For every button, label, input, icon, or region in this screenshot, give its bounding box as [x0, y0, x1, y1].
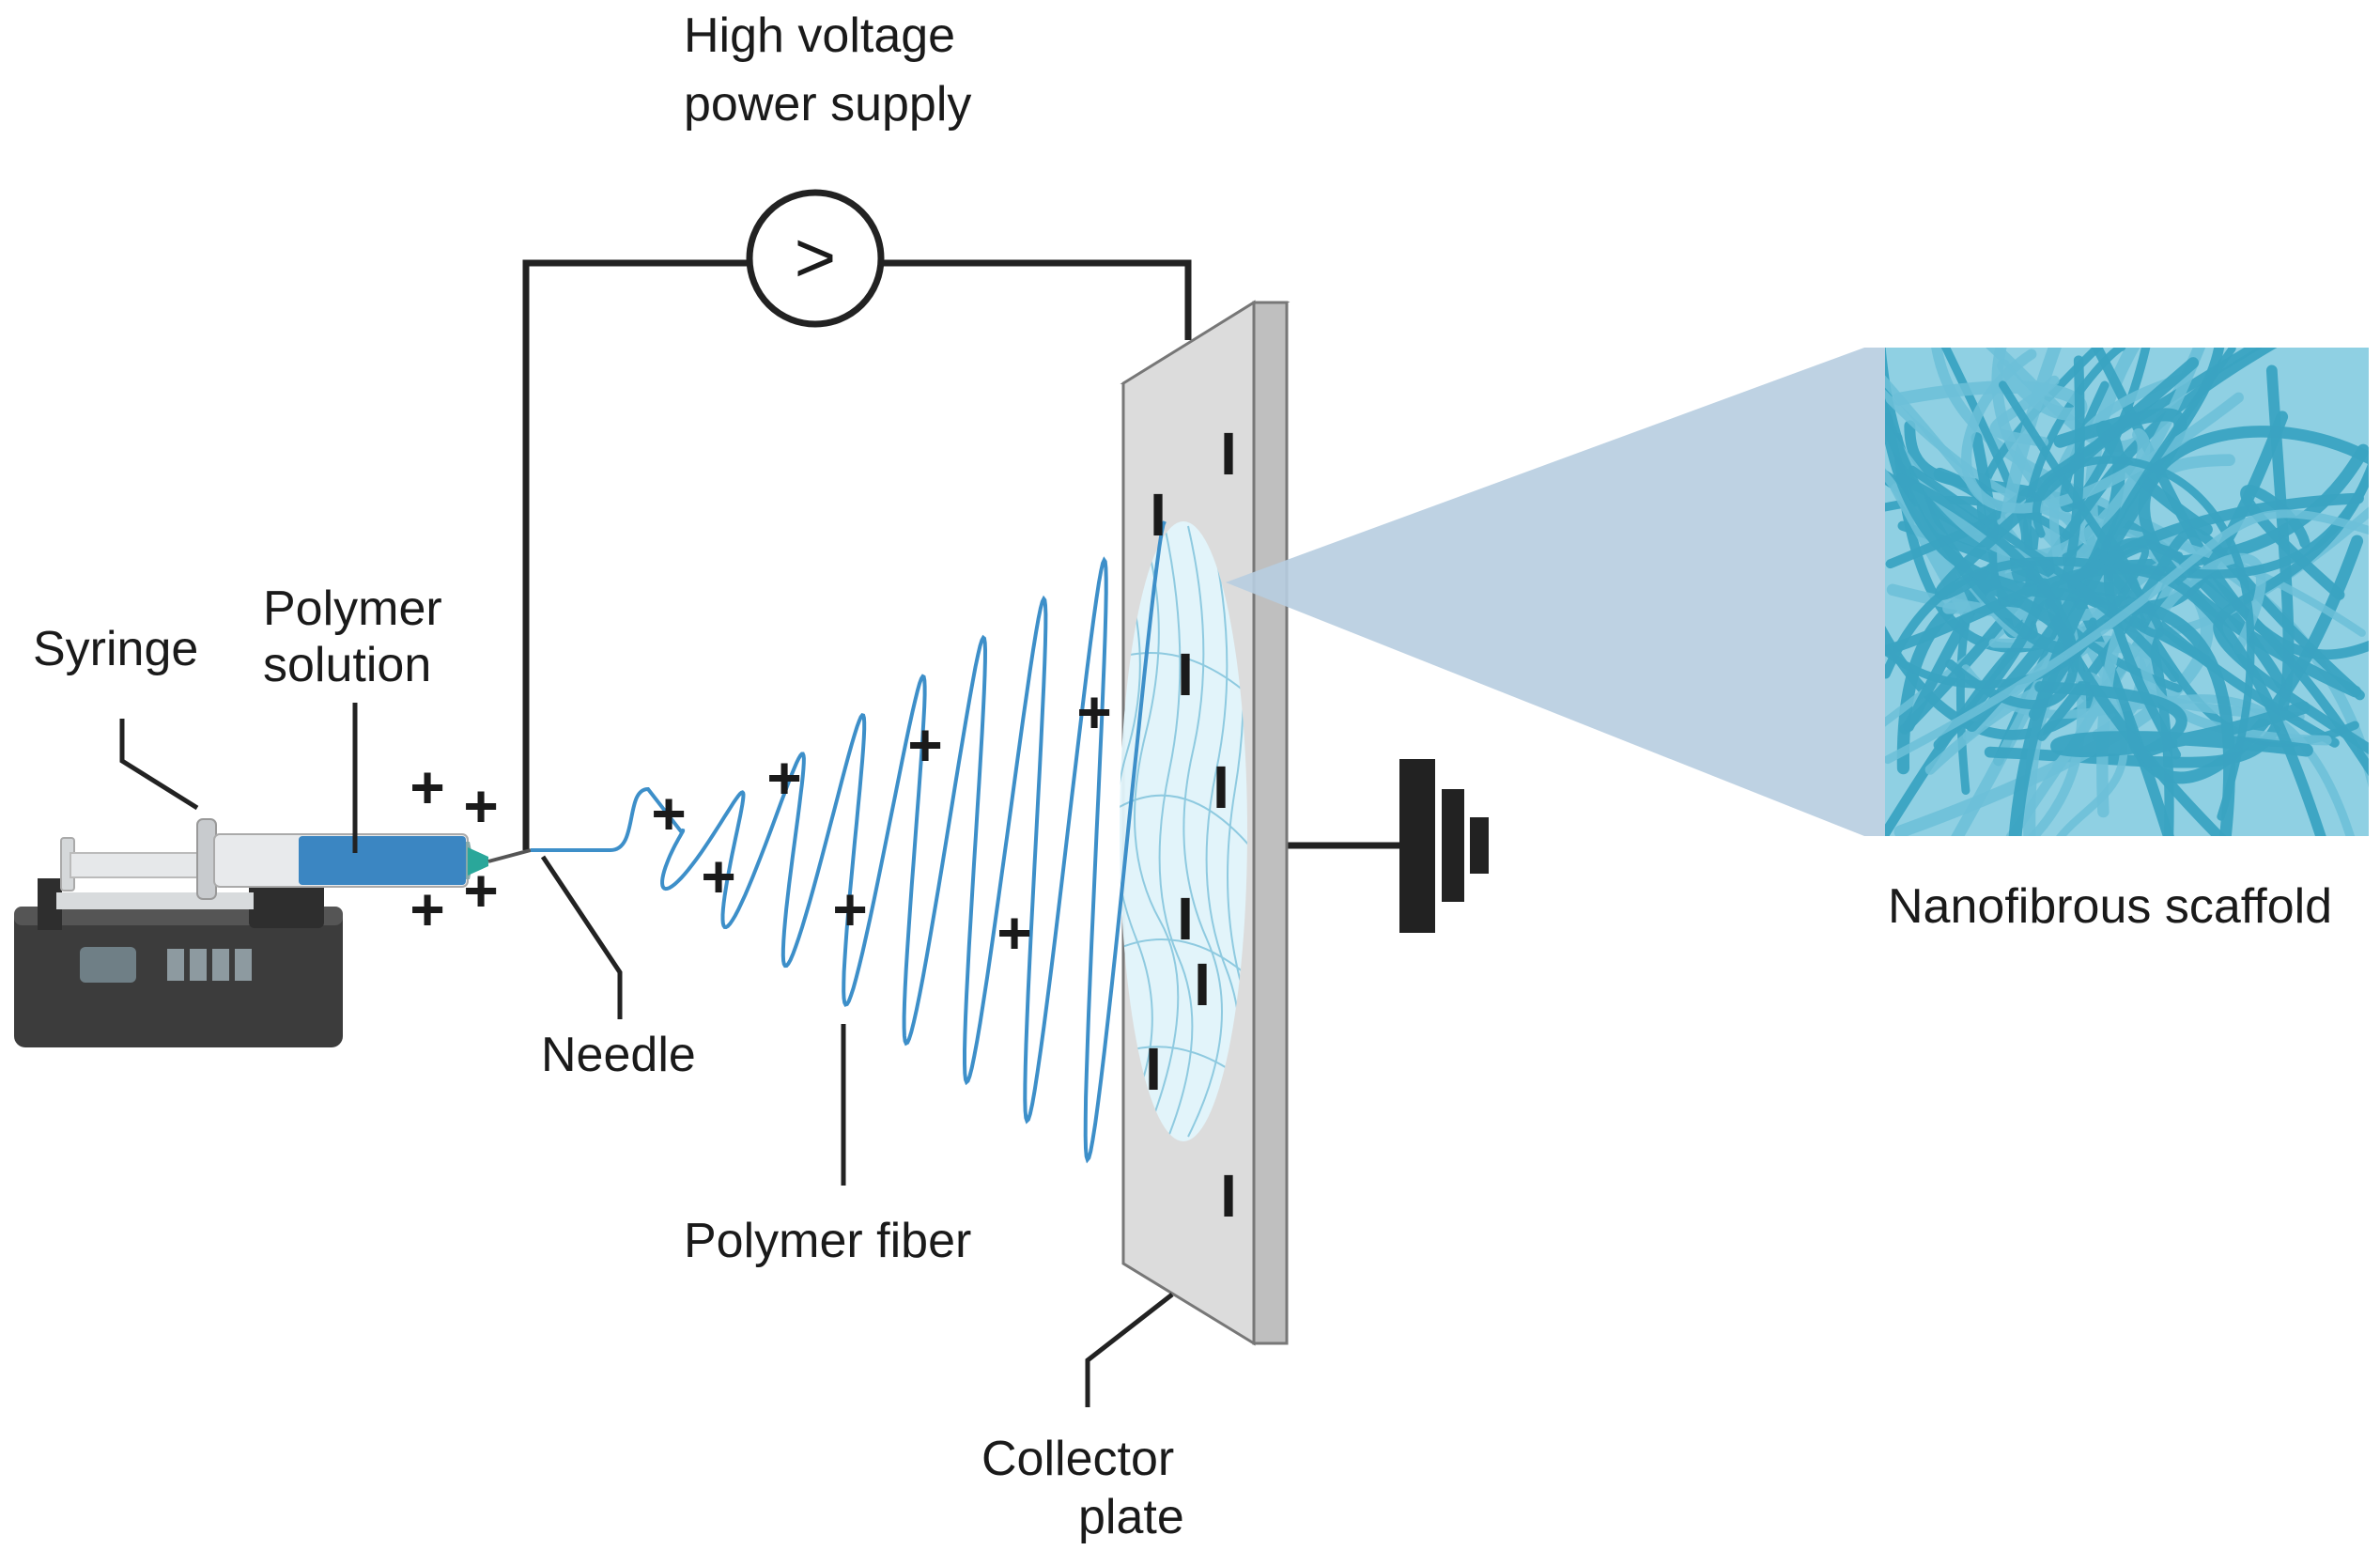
ground-icon [1399, 759, 1489, 933]
polymer-solution-label-line1: Polymer [263, 581, 442, 636]
magnification-cone [1226, 348, 1885, 836]
svg-text:>: > [795, 218, 836, 298]
syringe-label: Syringe [33, 622, 198, 676]
scaffold-fiber [2103, 537, 2369, 777]
positive-charge-symbol: + [410, 876, 444, 943]
polymer-fiber-label: Polymer fiber [684, 1214, 971, 1268]
positive-charges: +++++++++++ [410, 678, 1111, 967]
polymer-solution-label-line2: solution [263, 638, 431, 692]
scaffold-fiber [1924, 671, 2105, 775]
syringe [60, 818, 532, 900]
voltmeter-icon: > [746, 189, 885, 328]
negative-charge-symbol: I [1145, 1035, 1162, 1103]
power-supply-label-line2: power supply [684, 77, 971, 132]
positive-charge-symbol: + [832, 876, 867, 943]
positive-charge-symbol: + [907, 711, 942, 779]
needle-label: Needle [541, 1028, 696, 1082]
scaffold-label: Nanofibrous scaffold [1888, 879, 2332, 934]
scaffold-fiber [2050, 701, 2313, 757]
positive-charge-symbol: + [463, 772, 498, 840]
polymer-solution [299, 836, 466, 885]
scaffold-fiber [1885, 509, 2369, 765]
scaffold-fiber [1933, 578, 2227, 836]
positive-charge-symbol: + [766, 744, 801, 812]
negative-charge-symbol: I [1194, 951, 1211, 1018]
nanofibrous-scaffold-image [1885, 348, 2369, 836]
negative-charge-symbol: I [1220, 420, 1237, 488]
positive-charge-symbol: + [1076, 678, 1111, 746]
collector-plate-label-line2: plate [1078, 1490, 1184, 1544]
collector-plate-label-line1: Collector [981, 1432, 1174, 1486]
power-supply-label-line1: High voltage [684, 8, 955, 63]
positive-charge-symbol: + [651, 780, 686, 847]
negative-charge-symbol: I [1213, 753, 1229, 821]
collector-plate [1120, 300, 1290, 1346]
negative-charge-symbol: I [1220, 1162, 1237, 1230]
negative-charge-symbol: I [1177, 885, 1194, 953]
scaffold-fiber [1908, 380, 2164, 639]
leader-lines [119, 703, 1174, 1407]
circuit-wire [522, 259, 1404, 850]
scaffold-fiber [2240, 485, 2345, 600]
scaffold-fiber [2140, 552, 2332, 746]
scaffold-fiber [1885, 348, 2205, 561]
scaffold-fiber [1885, 397, 2077, 655]
positive-charge-symbol: + [701, 843, 735, 910]
positive-charge-symbol: + [463, 857, 498, 924]
negative-charge-symbol: I [1150, 481, 1167, 549]
negative-charge-symbol: I [1177, 641, 1194, 708]
positive-charge-symbol: + [410, 753, 444, 821]
positive-charge-symbol: + [997, 899, 1031, 967]
scaffold-fiber [2032, 456, 2255, 821]
polymer-fiber-jet [531, 520, 1167, 1164]
